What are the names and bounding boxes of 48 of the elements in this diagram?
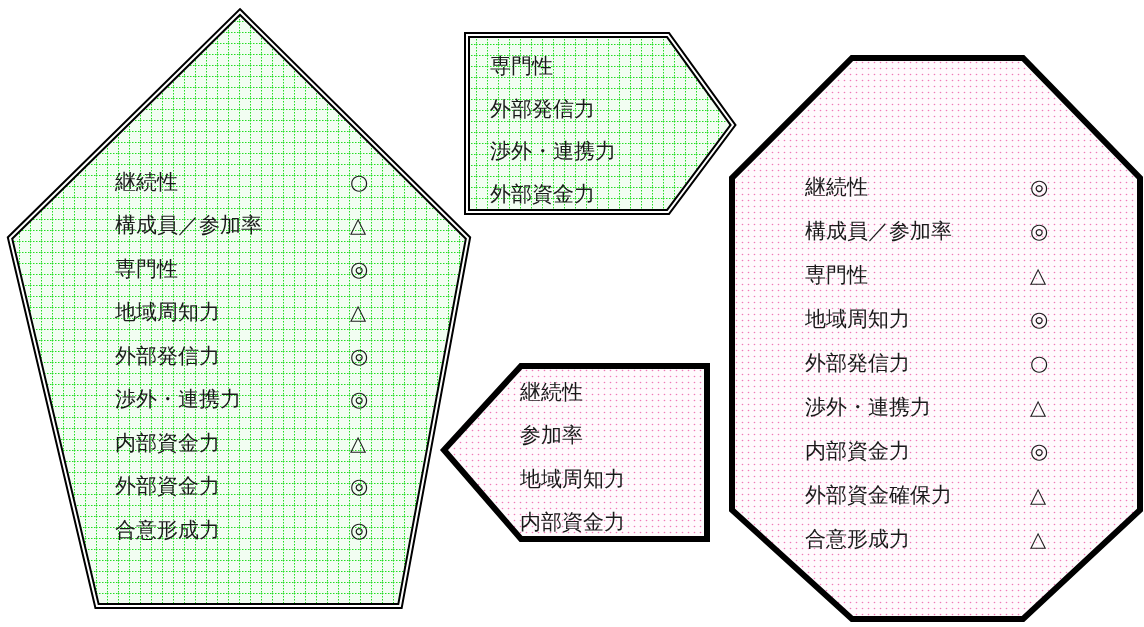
rating-mark: △ [1030,526,1047,552]
rating-mark: ◎ [350,517,369,542]
item-label: 内部資金力 [520,510,625,535]
item-label: 構成員／参加率 [115,213,262,238]
rating-mark: ◎ [1030,438,1049,464]
rating-mark: ◎ [350,343,369,368]
item-label: 地域周知力 [805,306,910,332]
rating-mark: ◎ [1030,218,1049,244]
rating-mark: △ [1030,482,1047,508]
rating-mark: △ [350,430,367,455]
item-label: 構成員／参加率 [805,218,952,244]
rating-mark: ◎ [350,474,369,499]
octagon-panel [729,55,1144,623]
right-arrow-panel [465,33,737,214]
rating-mark: △ [350,300,367,325]
item-label: 外部発信力 [490,96,595,121]
rating-mark: ◎ [350,387,369,412]
item-label: 専門性 [490,54,553,79]
item-label: 専門性 [115,256,178,281]
item-label: 継続性 [520,379,583,404]
item-label: 渉外・連携力 [490,139,616,164]
left-arrow-panel [441,363,711,543]
item-label: 地域周知力 [115,300,220,325]
rating-mark: ◎ [1030,306,1049,332]
item-label: 外部発信力 [805,350,910,376]
rating-mark: ◎ [1030,174,1049,200]
pentagon-panel [8,10,470,608]
item-label: 地域周知力 [520,466,625,491]
item-label: 内部資金力 [115,430,220,455]
rating-mark: ○ [350,169,369,194]
item-label: 継続性 [115,169,178,194]
rating-mark: △ [1030,262,1047,288]
item-label: 専門性 [805,262,868,288]
item-label: 合意形成力 [115,517,220,542]
item-label: 外部資金力 [490,181,595,206]
rating-mark: △ [1030,394,1047,420]
item-label: 内部資金力 [805,438,910,464]
item-label: 渉外・連携力 [115,387,241,412]
item-label: 外部発信力 [115,343,220,368]
item-label: 継続性 [805,174,868,200]
item-label: 合意形成力 [805,526,910,552]
rating-mark: △ [350,213,367,238]
rating-mark: ◎ [350,256,369,281]
item-label: 参加率 [520,423,583,448]
item-label: 外部資金力 [115,474,220,499]
rating-mark: ○ [1030,350,1049,376]
item-label: 外部資金確保力 [805,482,952,508]
item-label: 渉外・連携力 [805,394,931,420]
